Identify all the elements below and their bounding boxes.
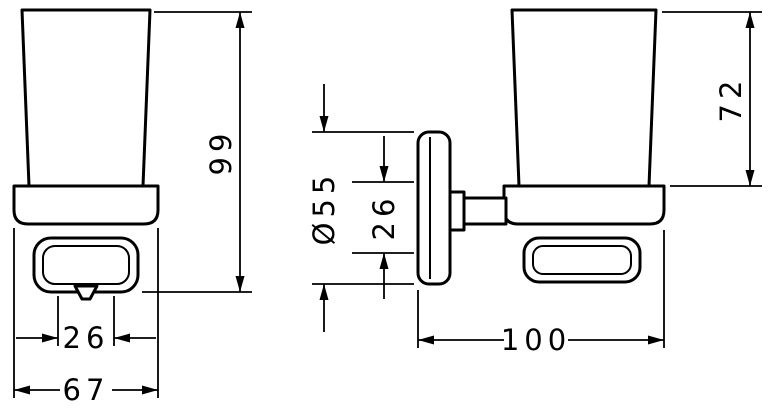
dim-26m-label: 26: [367, 194, 401, 241]
dim-plate-offset: 26: [352, 136, 414, 299]
dim-67-arrow-left: [14, 385, 30, 395]
dim-55-label: Ø55: [307, 171, 341, 246]
dim-100-arrow-right: [648, 335, 664, 345]
wall-plate-side: [416, 130, 452, 286]
dim-26m-arrow-bottom: [379, 253, 389, 269]
ring-notch-front: [73, 284, 99, 301]
dim-72-label: 72: [714, 76, 748, 123]
glass-side: [510, 8, 658, 188]
dim-72-arrow-top: [745, 12, 755, 28]
holder-ring-side-outer: [522, 236, 642, 284]
dim-26f-arrow-left: [42, 333, 58, 343]
dim-99-label: 99: [204, 129, 238, 176]
dim-plate-diameter: Ø55: [307, 84, 414, 332]
front-view: [12, 8, 160, 301]
dim-front-height: 99: [142, 11, 252, 293]
dim-67-label: 67: [63, 373, 110, 407]
dim-67-arrow-right: [142, 385, 158, 395]
dim-55-arrow-bottom: [319, 284, 329, 300]
dim-26f-arrow-right: [114, 333, 130, 343]
mount-arm-side: [462, 196, 508, 226]
glass-front: [20, 8, 152, 188]
dim-front-width: 67: [13, 228, 159, 407]
holder-band-side: [502, 184, 666, 226]
dim-100-arrow-left: [418, 335, 434, 345]
mount-collar-side: [448, 190, 466, 232]
side-view: [416, 8, 666, 286]
dim-55-arrow-top: [319, 116, 329, 132]
dim-front-inner-width: 26: [16, 296, 156, 355]
dim-72-arrow-bottom: [745, 170, 755, 186]
dim-side-depth: 100: [417, 230, 665, 357]
dim-26m-arrow-top: [379, 166, 389, 182]
dim-99-arrow-bottom: [235, 276, 245, 292]
dim-26f-label: 26: [63, 321, 110, 355]
holder-band-front: [12, 184, 160, 226]
dim-side-height: 72: [662, 11, 762, 187]
dim-99-arrow-top: [235, 12, 245, 28]
dim-100-label: 100: [501, 323, 571, 357]
holder-ring-front-inner: [42, 245, 130, 285]
holder-ring-side-inner: [532, 245, 632, 275]
